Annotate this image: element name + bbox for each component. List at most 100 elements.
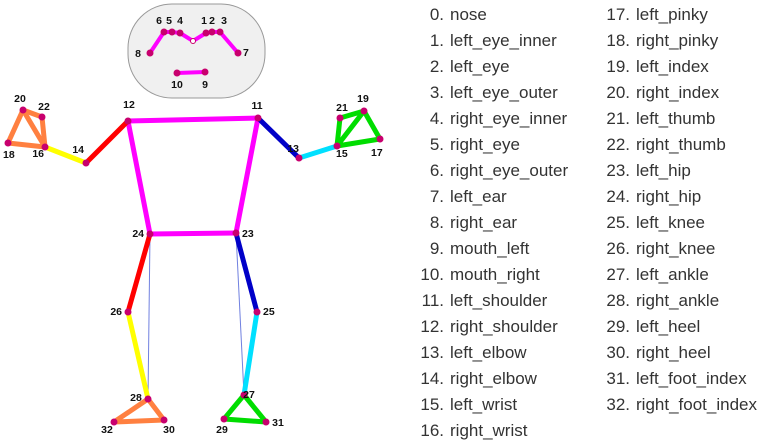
legend-index: 11. bbox=[421, 291, 444, 310]
landmark-label: 23 bbox=[242, 228, 254, 240]
legend-name: left_shoulder bbox=[450, 291, 548, 310]
legend-index: 28. bbox=[606, 291, 630, 310]
legend-item: 9.mouth_left bbox=[416, 236, 568, 262]
legend-item: 5.right_eye bbox=[416, 132, 568, 158]
landmark-dot-left-shoulder bbox=[254, 114, 262, 122]
landmark-dot-left-eye-inner bbox=[202, 29, 210, 37]
landmark-dot-mouth-right bbox=[173, 69, 181, 77]
legend-name: left_heel bbox=[636, 317, 701, 336]
legend-index: 16. bbox=[420, 421, 444, 440]
landmark-label: 20 bbox=[14, 93, 26, 105]
legend-index: 6. bbox=[429, 161, 444, 180]
landmark-dot-right-wrist bbox=[41, 143, 49, 151]
landmark-dot-left-thumb bbox=[336, 114, 344, 122]
legend-name: right_eye_inner bbox=[450, 109, 568, 128]
landmark-dot-nose bbox=[190, 38, 196, 44]
legend-item: 32.right_foot_index bbox=[604, 392, 757, 418]
legend-index: 22. bbox=[606, 135, 630, 154]
landmark-label: 2 bbox=[209, 15, 215, 27]
legend-item: 29. left_heel bbox=[604, 314, 757, 340]
legend-name: left_thumb bbox=[636, 109, 716, 128]
connector-line bbox=[147, 233, 151, 400]
legend-index: 7. bbox=[429, 187, 444, 206]
landmark-label: 8 bbox=[135, 48, 141, 60]
bone-right-foot bbox=[145, 396, 167, 423]
landmark-label: 31 bbox=[272, 417, 284, 429]
landmark-label: 4 bbox=[177, 15, 183, 27]
landmark-label: 13 bbox=[287, 143, 299, 155]
legend-name: left_foot_index bbox=[636, 369, 747, 388]
landmark-label: 7 bbox=[243, 47, 249, 59]
legend-item: 13.left_elbow bbox=[416, 340, 568, 366]
landmark-label: 22 bbox=[38, 101, 50, 113]
legend-item: 3.left_eye_outer bbox=[416, 80, 568, 106]
legend-name: right_eye bbox=[450, 135, 520, 154]
legend-column-1: 0.nose 1. left_eye_inner 2. left_eye 3.left_e… bbox=[416, 2, 568, 444]
legend-name: left_eye bbox=[450, 57, 510, 76]
landmark-dot-right-eye-inner bbox=[176, 29, 184, 37]
legend-item: 21.left_thumb bbox=[604, 106, 757, 132]
legend-index: 26. bbox=[606, 239, 630, 258]
landmark-dot-right-knee bbox=[124, 308, 132, 316]
legend-item: 11. left_shoulder bbox=[416, 288, 568, 314]
landmark-dot-right-heel bbox=[160, 416, 168, 424]
bone-right-forearm bbox=[42, 144, 89, 166]
landmark-label: 9 bbox=[202, 79, 208, 91]
landmark-label: 19 bbox=[357, 93, 369, 105]
bone-right-thigh bbox=[125, 231, 153, 315]
legend-item: 7. left_ear bbox=[416, 184, 568, 210]
bone-torso bbox=[147, 230, 239, 237]
legend-item: 18. right_pinky bbox=[604, 28, 757, 54]
legend-name: left_index bbox=[636, 57, 709, 76]
legend-index: 14. bbox=[420, 369, 444, 388]
legend-item: 0.nose bbox=[416, 2, 568, 28]
legend-name: mouth_left bbox=[450, 239, 530, 258]
landmark-dot-right-foot-index bbox=[110, 418, 118, 426]
bone-left-foot bbox=[221, 392, 247, 422]
legend-name: left_eye_inner bbox=[450, 31, 557, 50]
landmark-label: 11 bbox=[251, 100, 262, 112]
legend-name: left_eye_outer bbox=[450, 83, 558, 102]
legend-item: 6.right_eye_outer bbox=[416, 158, 568, 184]
legend-name: left_wrist bbox=[450, 395, 518, 414]
landmark-dot-left-hip bbox=[232, 229, 240, 237]
legend-item: 26. right_knee bbox=[604, 236, 757, 262]
legend-name: right_pinky bbox=[636, 31, 719, 50]
legend-name: right_foot_index bbox=[636, 395, 757, 414]
landmark-label: 17 bbox=[371, 147, 383, 159]
legend-name: left_hip bbox=[636, 161, 691, 180]
legend-index: 29. bbox=[606, 317, 630, 336]
legend-item: 30.right_heel bbox=[604, 340, 757, 366]
legend-index: 1. bbox=[429, 31, 444, 50]
bone-left-forearm bbox=[296, 143, 340, 161]
landmark-label: 10 bbox=[171, 79, 183, 91]
bone-torso bbox=[125, 118, 153, 237]
legend-name: left_ear bbox=[450, 187, 507, 206]
bone-right-hand bbox=[5, 107, 26, 146]
landmark-dot-left-heel bbox=[220, 415, 228, 423]
bone-torso bbox=[233, 115, 261, 236]
bone-left-upper-arm bbox=[255, 115, 302, 161]
legend-index: 18. bbox=[606, 31, 630, 50]
legend-column-2: 17.left_pinky 18. right_pinky 19.left_index… bbox=[604, 2, 757, 418]
landmark-dot-right-eye bbox=[168, 28, 176, 36]
legend-item: 31.left_foot_index bbox=[604, 366, 757, 392]
landmark-label: 26 bbox=[110, 306, 122, 318]
legend-item: 23. left_hip bbox=[604, 158, 757, 184]
legend-index: 17. bbox=[606, 5, 630, 24]
landmark-dot-left-pinky bbox=[376, 135, 384, 143]
legend-index: 2. bbox=[429, 57, 444, 76]
landmark-dot-right-elbow bbox=[82, 159, 90, 167]
legend-name: left_knee bbox=[636, 213, 705, 232]
legend-item: 17.left_pinky bbox=[604, 2, 757, 28]
landmark-dot-right-shoulder bbox=[124, 117, 132, 125]
landmark-dot-left-ankle bbox=[240, 391, 248, 399]
landmark-dot-left-foot-index bbox=[262, 418, 270, 426]
legend-item: 19.left_index bbox=[604, 54, 757, 80]
legend-index: 23. bbox=[606, 161, 630, 180]
landmark-dot-left-eye-outer bbox=[216, 28, 224, 36]
landmark-label: 28 bbox=[130, 392, 142, 404]
legend-name: right_wrist bbox=[450, 421, 528, 440]
legend-item: 20.right_index bbox=[604, 80, 757, 106]
legend-name: right_knee bbox=[636, 239, 716, 258]
